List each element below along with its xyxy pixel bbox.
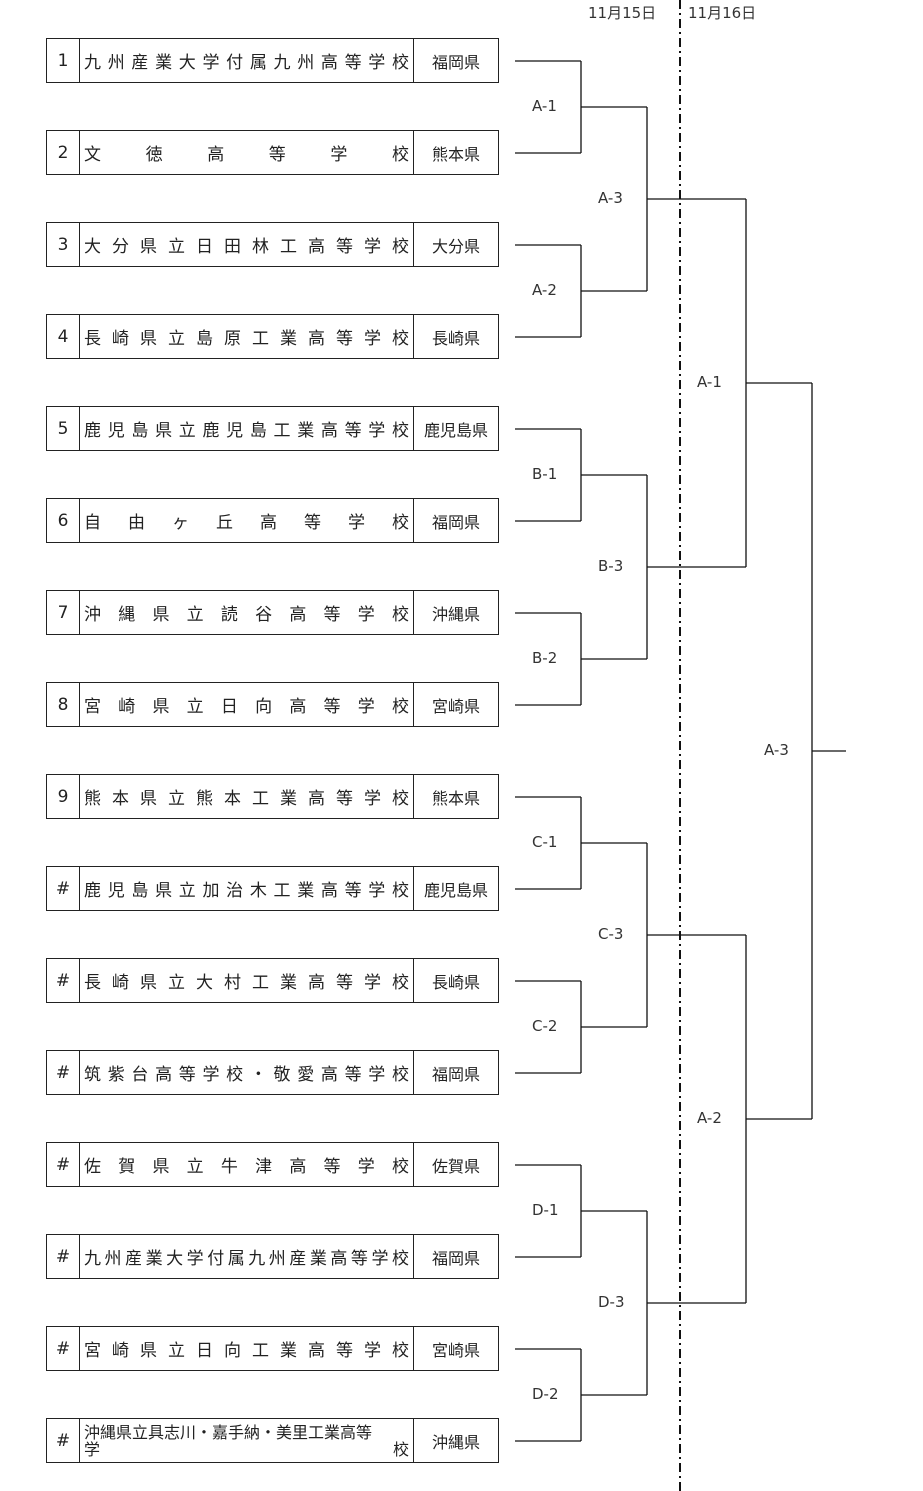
match-label-round2: D-3 [596,1293,627,1311]
match-label-final: A-3 [762,741,791,759]
match-label-round1: A-1 [530,97,559,115]
school-name: 筑紫台高等学校・敬愛高等学校 [80,1051,414,1094]
match-label-round1: B-2 [530,649,560,667]
school-name-line2: 学校 [84,1439,409,1459]
school-name: 沖縄県立具志川・嘉手納・美里工業高等学校 [80,1419,414,1462]
school-name: 佐賀県立牛津高等学校 [80,1143,414,1186]
seed-number: # [47,1051,80,1094]
school-name: 長崎県立島原工業高等学校 [80,315,414,358]
seed-number: # [47,959,80,1002]
team-row: #筑紫台高等学校・敬愛高等学校福岡県 [46,1050,499,1095]
school-name: 自由ヶ丘高等学校 [80,499,414,542]
seed-number: # [47,1143,80,1186]
match-label-round2: C-3 [596,925,626,943]
school-name: 沖縄県立読谷高等学校 [80,591,414,634]
school-name: 宮崎県立日向高等学校 [80,683,414,726]
seed-number: 2 [47,131,80,174]
seed-number: # [47,1419,80,1462]
match-label-round2: A-3 [596,189,625,207]
seed-number: 4 [47,315,80,358]
seed-number: 5 [47,407,80,450]
school-name: 九州産業大学付属九州産業高等学校 [80,1235,414,1278]
seed-number: # [47,867,80,910]
seed-number: # [47,1235,80,1278]
match-label-round1: C-1 [530,833,560,851]
team-row: #九州産業大学付属九州産業高等学校福岡県 [46,1234,499,1279]
school-name: 長崎県立大村工業高等学校 [80,959,414,1002]
school-name: 鹿児島県立鹿児島工業高等学校 [80,407,414,450]
school-name: 鹿児島県立加治木工業高等学校 [80,867,414,910]
seed-number: # [47,1327,80,1370]
prefecture: 長崎県 [431,328,480,348]
school-name: 文徳高等学校 [80,131,414,174]
school-name: 宮崎県立日向工業高等学校 [80,1327,414,1370]
match-label-round1: D-1 [530,1201,561,1219]
team-row: #宮崎県立日向工業高等学校宮崎県 [46,1326,499,1371]
match-label-round1: D-2 [530,1385,561,1403]
team-row: #長崎県立大村工業高等学校長崎県 [46,958,499,1003]
prefecture: 福岡県 [431,1064,480,1084]
school-name-line1: 沖縄県立具志川・嘉手納・美里工業高等 [84,1422,373,1442]
match-label-semifinal: A-1 [695,373,724,391]
match-label-round1: A-2 [530,281,559,299]
seed-number: 3 [47,223,80,266]
prefecture: 福岡県 [431,1248,480,1268]
team-row: #佐賀県立牛津高等学校佐賀県 [46,1142,499,1187]
match-label-round2: B-3 [596,557,626,575]
prefecture: 佐賀県 [431,1156,480,1176]
team-row: #鹿児島県立加治木工業高等学校鹿児島県 [46,866,499,911]
school-name: 九州産業大学付属九州高等学校 [80,39,414,82]
match-label-round1: B-1 [530,465,560,483]
seed-number: 9 [47,775,80,818]
match-label-round1: C-2 [530,1017,560,1035]
date-day1: 11月15日 [588,4,657,22]
prefecture: 熊本県 [431,788,480,808]
seed-number: 8 [47,683,80,726]
seed-number: 7 [47,591,80,634]
prefecture: 熊本県 [431,144,480,164]
prefecture: 大分県 [431,236,480,256]
prefecture: 沖縄県 [431,604,480,624]
prefecture: 沖縄県 [431,1432,480,1452]
prefecture: 長崎県 [431,972,480,992]
prefecture: 福岡県 [431,512,480,532]
prefecture: 鹿児島県 [423,420,488,440]
match-label-semifinal: A-2 [695,1109,724,1127]
seed-number: 6 [47,499,80,542]
school-name: 熊本県立熊本工業高等学校 [80,775,414,818]
prefecture: 宮崎県 [431,1340,480,1360]
seed-number: 1 [47,39,80,82]
prefecture: 鹿児島県 [423,880,488,900]
team-row: #沖縄県立具志川・嘉手納・美里工業高等学校沖縄県 [46,1418,499,1463]
prefecture: 宮崎県 [431,696,480,716]
prefecture: 福岡県 [431,52,480,72]
date-day2: 11月16日 [688,4,757,22]
school-name: 大分県立日田林工高等学校 [80,223,414,266]
